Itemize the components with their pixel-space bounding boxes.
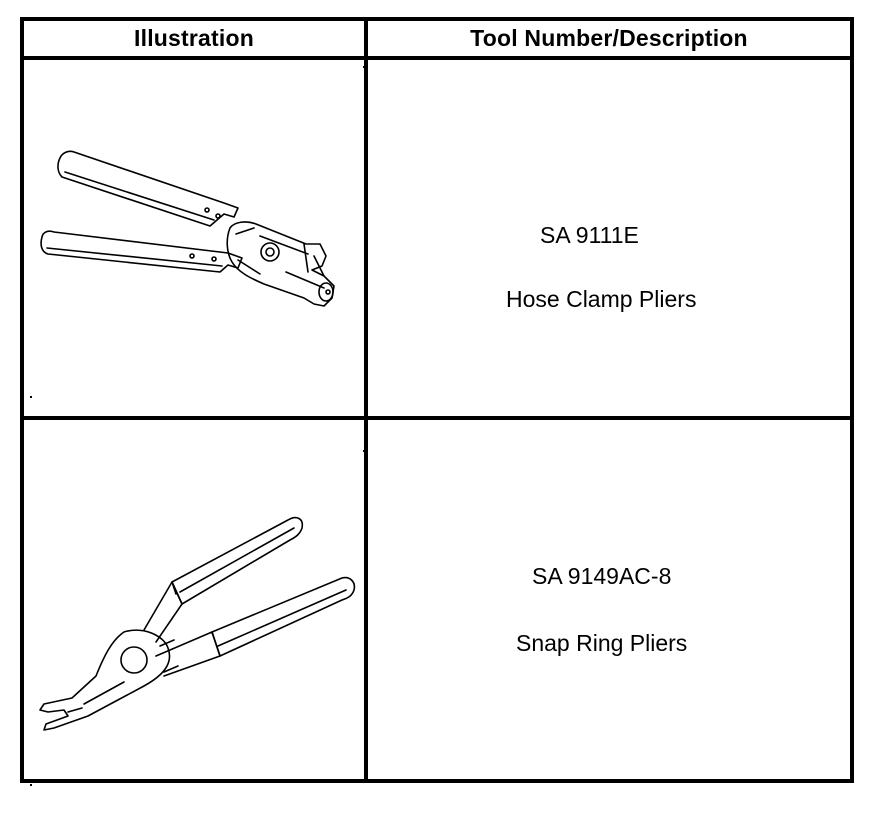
tool-table: Illustration Tool Number/Description [20, 17, 854, 786]
tool-description: Hose Clamp Pliers [506, 286, 697, 312]
table-row-1-description: SA 9111E Hose Clamp Pliers [368, 60, 850, 420]
tool-number: SA 9111E [540, 222, 639, 248]
tool-description: Snap Ring Pliers [516, 629, 688, 656]
tool-number: SA 9149AC-8 [532, 562, 672, 589]
table-row-2-description: SA 9149AC-8 Snap Ring Pliers [368, 420, 850, 780]
header-illustration: Illustration [24, 21, 368, 60]
header-description-label: Tool Number/Description [470, 25, 748, 51]
snap-ring-pliers-icon [39, 516, 356, 731]
header-illustration-label: Illustration [134, 25, 254, 51]
hose-clamp-pliers-icon [40, 150, 335, 307]
header-description: Tool Number/Description [368, 21, 850, 60]
table-row-2-illustration [24, 419, 368, 786]
table-row-1-illustration [24, 60, 368, 420]
